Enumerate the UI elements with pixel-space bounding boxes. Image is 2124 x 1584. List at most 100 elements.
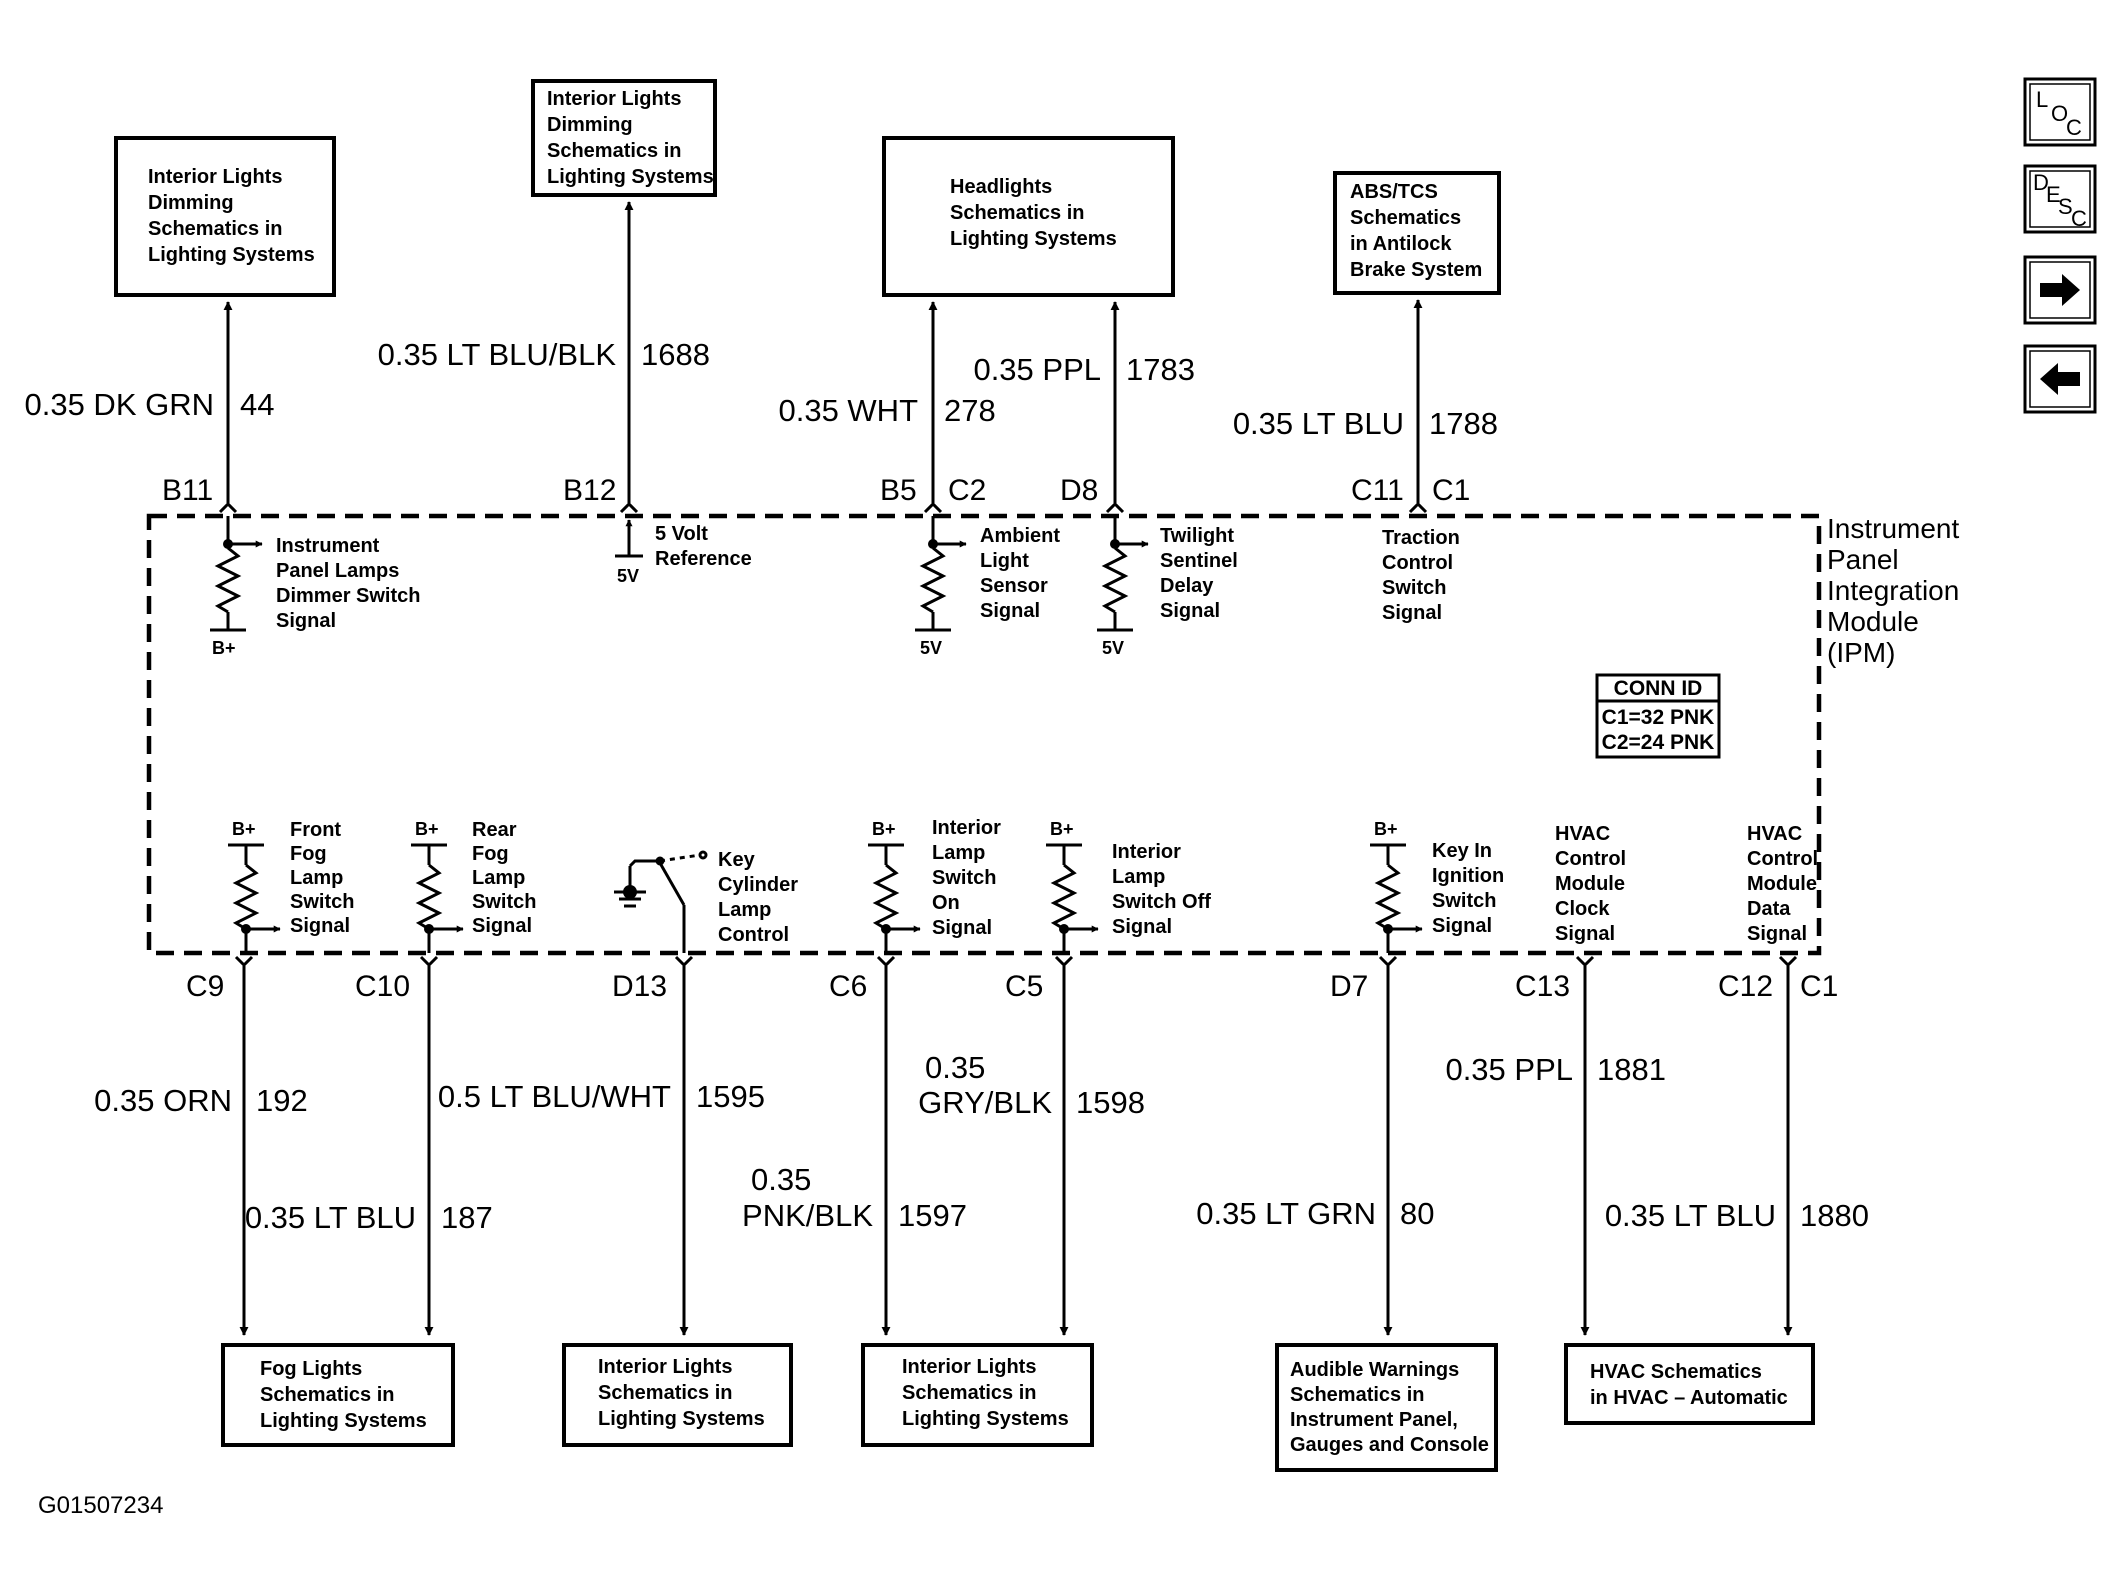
signal-text: Signal [472, 915, 532, 937]
signal-text: Signal [276, 610, 336, 632]
prev-button[interactable] [2023, 344, 2097, 414]
dest-text: Dimming [547, 114, 633, 136]
signal-text: Switch [290, 891, 354, 913]
b12-5v-circuit [615, 519, 643, 558]
signal-text: Switch [932, 867, 996, 889]
signal-text: Signal [1160, 600, 1220, 622]
pin-label: C1 [1800, 970, 1838, 1003]
loc-button[interactable]: L O C [2023, 77, 2097, 147]
conn-id-box: CONN ID C1=32 PNK C2=24 PNK [1595, 673, 1721, 759]
signal-text: Signal [1112, 916, 1172, 938]
signal-text: Lamp [718, 899, 771, 921]
wire-color-label: 0.35 [925, 1050, 985, 1085]
wire-color-label: 0.35 LT BLU/BLK [378, 337, 617, 372]
wire-color-label: 0.35 PPL [973, 352, 1101, 387]
desc-letter: D [2033, 170, 2049, 195]
signal-text: Fog [290, 843, 327, 865]
signal-text: Interior [932, 817, 1001, 839]
dest-text: Brake System [1350, 259, 1482, 281]
signal-text: Switch [1382, 577, 1446, 599]
signal-text: Clock [1555, 898, 1610, 920]
wire-color-label: 0.35 WHT [778, 393, 918, 428]
signal-text: Sensor [980, 575, 1048, 597]
top-dest-box-3: Headlights Schematics in Lighting System… [882, 136, 1175, 297]
pin-label: C5 [1005, 970, 1043, 1003]
dest-text: Interior Lights [547, 88, 681, 110]
module-name-line: Module [1827, 606, 1919, 637]
signal-text: Lamp [290, 867, 343, 889]
c12-signal-label: HVAC Control Module Data Signal [1747, 823, 1818, 945]
b5-signal-label: Ambient Light Sensor Signal [980, 525, 1060, 622]
c10-rear-fog-circuit [411, 843, 464, 953]
top-dest-box-2: Interior Lights Dimming Schematics in Li… [531, 79, 717, 197]
pin-label: C1 [1432, 474, 1470, 507]
signal-text: Dimmer Switch [276, 585, 420, 607]
pin-label: C10 [355, 970, 410, 1003]
signal-text: On [932, 892, 960, 914]
dest-text: Lighting Systems [260, 1410, 427, 1432]
desc-button[interactable]: D E S C [2023, 164, 2097, 234]
signal-text: Signal [1555, 923, 1615, 945]
top-wires [223, 201, 1423, 503]
bottom-wire-labels: 0.35 ORN 192 0.35 LT BLU 187 0.5 LT BLU/… [94, 1050, 1869, 1235]
circuit-number: 1881 [1597, 1052, 1666, 1087]
wire-color-label: 0.35 LT BLU [245, 1200, 416, 1235]
bottom-dest-box-4: Audible Warnings Schematics in Instrumen… [1275, 1343, 1498, 1472]
desc-letter: C [2071, 206, 2087, 231]
dest-text: in Antilock [1350, 233, 1452, 255]
dest-text: Dimming [148, 192, 234, 214]
top-dest-box-4: ABS/TCS Schematics in Antilock Brake Sys… [1333, 171, 1501, 295]
wire-color-label: 0.35 LT GRN [1196, 1196, 1376, 1231]
dest-text: Schematics in [260, 1384, 395, 1406]
next-button[interactable] [2023, 255, 2097, 325]
d8-signal-label: Twilight Sentinel Delay Signal [1160, 525, 1238, 622]
wire-color-label: 0.35 LT BLU [1605, 1198, 1776, 1233]
signal-text: Fog [472, 843, 509, 865]
dest-text: Schematics [1350, 207, 1461, 229]
dest-text: Schematics in [598, 1382, 733, 1404]
module-name-line: (IPM) [1827, 637, 1895, 668]
circuit-number: 1595 [696, 1079, 765, 1114]
wire-color-label: PNK/BLK [742, 1198, 873, 1233]
dest-text: Headlights [950, 176, 1052, 198]
signal-text: Signal [1747, 923, 1807, 945]
pin-label: B12 [563, 474, 616, 507]
dest-text: ABS/TCS [1350, 181, 1438, 203]
signal-text: Front [290, 819, 341, 841]
5v-label: 5V [617, 566, 639, 586]
bottom-pin-labels: C9 C10 D13 C6 C5 D7 C13 C12 C1 [186, 970, 1838, 1003]
c5-signal-label: Interior Lamp Switch Off Signal [1112, 841, 1211, 938]
signal-text: Interior [1112, 841, 1181, 863]
b11-signal-label: Instrument Panel Lamps Dimmer Switch Sig… [276, 535, 420, 632]
dest-text: Interior Lights [902, 1356, 1036, 1378]
signal-text: Switch [472, 891, 536, 913]
b11-dimmer-circuit [210, 516, 263, 632]
pin-label: C2 [948, 474, 986, 507]
circuit-number: 1597 [898, 1198, 967, 1233]
desc-letter: S [2058, 194, 2073, 219]
signal-text: Control [1382, 552, 1453, 574]
pin-label: C9 [186, 970, 224, 1003]
pin-label: C12 [1718, 970, 1773, 1003]
pin-label: C13 [1515, 970, 1570, 1003]
bottom-connector-marks [234, 955, 1798, 968]
dest-text: Lighting Systems [902, 1408, 1069, 1430]
d7-key-in-circuit [1370, 843, 1423, 953]
c13-signal-label: HVAC Control Module Clock Signal [1555, 823, 1626, 945]
signal-text: Rear [472, 819, 517, 841]
signal-text: Lamp [932, 842, 985, 864]
circuit-number: 1688 [641, 337, 710, 372]
circuit-number: 187 [441, 1200, 493, 1235]
b-plus-label: B+ [232, 819, 256, 839]
signal-text: Switch Off [1112, 891, 1211, 913]
module-name-line: Integration [1827, 575, 1959, 606]
dest-text: Gauges and Console [1290, 1434, 1489, 1456]
b-plus-label: B+ [1374, 819, 1398, 839]
c6-signal-label: Interior Lamp Switch On Signal [932, 817, 1001, 939]
c6-lamp-on-circuit [868, 843, 921, 953]
c5-lamp-off-circuit [1046, 843, 1099, 953]
signal-text: Control [718, 924, 789, 946]
signal-text: Cylinder [718, 874, 798, 896]
bottom-dest-box-5: HVAC Schematics in HVAC – Automatic [1564, 1343, 1815, 1425]
wire-color-label: 0.35 PPL [1445, 1052, 1573, 1087]
